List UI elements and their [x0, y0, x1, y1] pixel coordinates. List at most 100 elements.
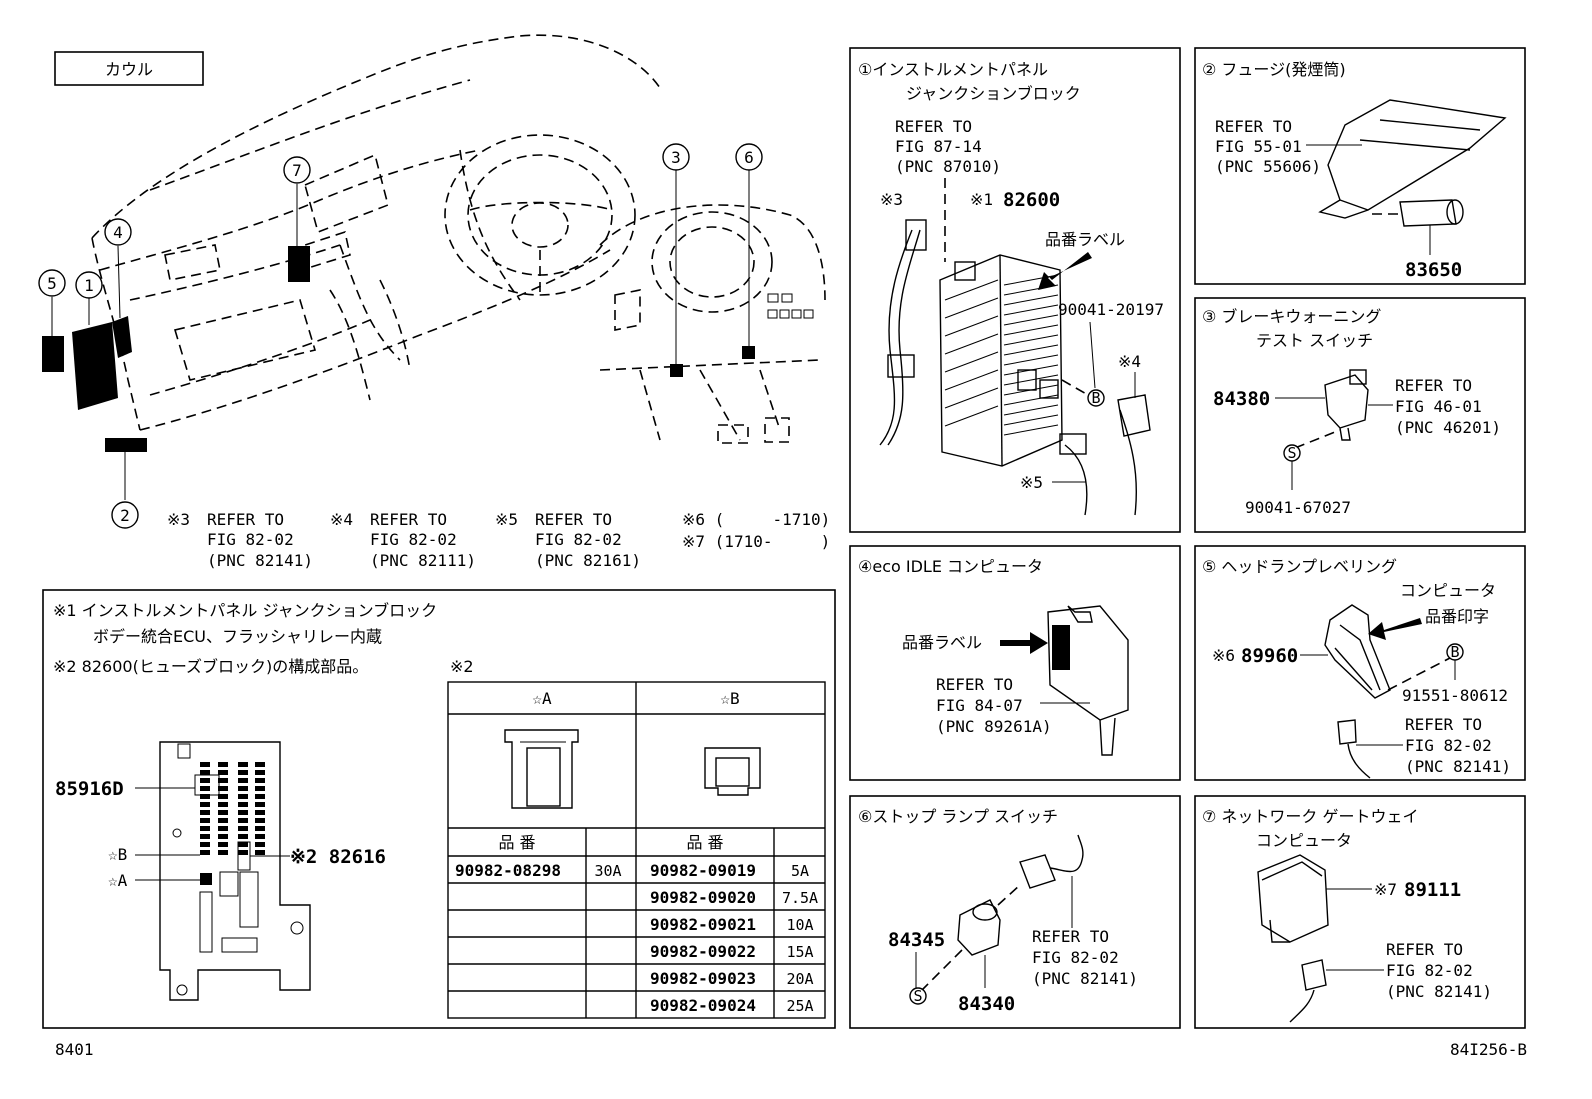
svg-text:1: 1 — [84, 276, 94, 295]
svg-text:90041-20197: 90041-20197 — [1058, 300, 1164, 319]
footer-left: 8401 — [55, 1040, 94, 1059]
fuse-b-drawing — [704, 747, 761, 796]
fuse-table-cell-pb: 90982-09019 — [650, 861, 756, 880]
panel-3-brake-switch: ③ ブレーキウォーニング テスト スイッチ 84380 S 90041-6702… — [1194, 297, 1526, 533]
svg-text:③ ブレーキウォーニング: ③ ブレーキウォーニング — [1202, 307, 1381, 326]
fuse-block-drawing — [159, 741, 311, 1001]
svg-text:84380: 84380 — [1213, 388, 1270, 410]
svg-text:(PNC 82161): (PNC 82161) — [535, 551, 641, 570]
svg-text:(PNC 89261A): (PNC 89261A) — [936, 717, 1052, 736]
svg-text:B: B — [1091, 389, 1100, 407]
panel-7-gateway-computer: ⑦ ネットワーク ゲートウェイ コンピュータ ※7 89111 REFER TO… — [1194, 795, 1526, 1029]
component-5-block — [42, 336, 64, 372]
svg-text:ボデー統合ECU、フラッシャリレー内蔵: ボデー統合ECU、フラッシャリレー内蔵 — [93, 627, 382, 646]
center-console — [329, 279, 411, 401]
component-2-block — [105, 438, 147, 452]
fuse-table-cell-ab: 7.5A — [782, 889, 818, 907]
svg-text:(PNC 46201): (PNC 46201) — [1395, 418, 1501, 437]
svg-text:91551-80612: 91551-80612 — [1402, 686, 1508, 705]
svg-text:※1: ※1 — [970, 190, 993, 209]
dashboard-lower — [129, 149, 521, 396]
panel-2-fuse: ② フュージ(発煙筒) REFER TO FIG 55-01 (PNC 5560… — [1194, 47, 1526, 285]
svg-text:⑥ストップ ランプ スイッチ: ⑥ストップ ランプ スイッチ — [858, 807, 1058, 826]
svg-text:※6 ( -1710): ※6 ( -1710) — [682, 510, 830, 529]
steering-wheel — [444, 134, 636, 296]
svg-text:FIG 82-02: FIG 82-02 — [1386, 961, 1473, 980]
fuse-table-cell-pb: 90982-09024 — [650, 996, 756, 1015]
svg-text:83650: 83650 — [1405, 259, 1462, 281]
flare-cylinder — [1368, 199, 1464, 227]
svg-text:※4: ※4 — [330, 510, 353, 529]
svg-text:FIG 82-02: FIG 82-02 — [535, 530, 622, 549]
svg-text:(PNC 82111): (PNC 82111) — [370, 551, 476, 570]
svg-text:REFER TO: REFER TO — [1386, 940, 1463, 959]
svg-text:6: 6 — [744, 148, 754, 167]
svg-text:90041-67027: 90041-67027 — [1245, 498, 1351, 517]
fuse-slots — [200, 762, 265, 855]
svg-text:※4: ※4 — [1118, 352, 1141, 371]
svg-text:REFER TO: REFER TO — [207, 510, 284, 529]
svg-text:FIG 82-02: FIG 82-02 — [1032, 948, 1119, 967]
svg-text:(PNC 82141): (PNC 82141) — [207, 551, 313, 570]
fuse-table-cell-ab: 25A — [786, 997, 813, 1015]
fuse-table-cell-pb: 90982-09020 — [650, 888, 756, 907]
cowl-label: カウル — [105, 60, 153, 79]
main-refs: ※3 REFER TO FIG 82-02 (PNC 82141) ※4 REF… — [167, 510, 830, 570]
svg-text:FIG 82-02: FIG 82-02 — [207, 530, 294, 549]
component-3-block — [670, 364, 683, 377]
fuse-table-sub-b: 品 番 — [686, 833, 723, 852]
panel-4-eco-idle: ④eco IDLE コンピュータ 品番ラベル REFER TO FIG 84-0… — [849, 545, 1181, 781]
fuse-table-sub-a: 品 番 — [498, 833, 535, 852]
svg-text:※1 インストルメントパネル ジャンクションブロック: ※1 インストルメントパネル ジャンクションブロック — [53, 601, 437, 620]
notes-panel: ※1 インストルメントパネル ジャンクションブロック ボデー統合ECU、フラッシ… — [42, 589, 836, 1029]
svg-text:※7 (1710- ): ※7 (1710- ) — [682, 532, 830, 551]
svg-text:FIG 82-02: FIG 82-02 — [370, 530, 457, 549]
svg-text:FIG 55-01: FIG 55-01 — [1215, 137, 1302, 156]
gateway-computer-body — [1257, 854, 1329, 943]
svg-text:※3: ※3 — [880, 190, 903, 209]
svg-text:FIG 84-07: FIG 84-07 — [936, 696, 1023, 715]
svg-text:2: 2 — [120, 506, 130, 525]
cowl-label-box — [54, 51, 204, 86]
gateway-connector — [1301, 959, 1327, 991]
svg-text:REFER TO: REFER TO — [1395, 376, 1472, 395]
leveling-computer — [1324, 604, 1391, 699]
label-arrow-4 — [1000, 632, 1048, 654]
svg-text:※5: ※5 — [495, 510, 518, 529]
glove-box-drawing — [1327, 99, 1507, 211]
junction-block-body — [939, 254, 1063, 467]
svg-text:ジャンクションブロック: ジャンクションブロック — [906, 84, 1081, 103]
footer-right: 84I256-B — [1450, 1040, 1527, 1059]
fuse-table-cell-aa: 30A — [594, 862, 621, 880]
svg-text:REFER TO: REFER TO — [1215, 117, 1292, 136]
switch-body — [1324, 374, 1369, 429]
panel-6-stop-lamp-switch: ⑥ストップ ランプ スイッチ S 84345 84340 REFER TO FI… — [849, 795, 1181, 1029]
svg-text:S: S — [913, 987, 922, 1005]
main-callouts: 5 1 4 7 2 — [38, 156, 311, 529]
fuse-table-cell-ab: 5A — [791, 862, 809, 880]
svg-text:B: B — [1450, 643, 1459, 661]
svg-text:品番ラベル: 品番ラベル — [902, 633, 982, 652]
meter-display — [304, 153, 389, 234]
pedal-area-inset: 3 6 — [599, 143, 826, 444]
svg-text:※3: ※3 — [167, 510, 190, 529]
fuse-table-head-b: ☆B — [720, 689, 739, 708]
fuse-table-cell-ab: 10A — [786, 916, 813, 934]
component-4-block — [112, 316, 132, 358]
wire-harness-5 — [1064, 444, 1088, 516]
stop-lamp-connector — [1019, 854, 1056, 889]
svg-text:⑤ ヘッドランプレベリング: ⑤ ヘッドランプレベリング — [1202, 557, 1397, 576]
svg-text:テスト スイッチ: テスト スイッチ — [1256, 331, 1373, 350]
switch-buttons — [767, 293, 814, 319]
component-6-block — [742, 346, 755, 359]
svg-text:FIG 46-01: FIG 46-01 — [1395, 397, 1482, 416]
svg-text:5: 5 — [47, 274, 57, 293]
component-1-block — [72, 322, 118, 410]
air-vent-left — [164, 244, 221, 281]
svg-text:※5: ※5 — [1020, 473, 1043, 492]
svg-text:①インストルメントパネル: ①インストルメントパネル — [858, 60, 1048, 79]
fuse-table-cell-pb: 90982-09022 — [650, 942, 756, 961]
svg-text:REFER TO: REFER TO — [535, 510, 612, 529]
fuse-table-cell-pa: 90982-08298 — [455, 861, 561, 880]
